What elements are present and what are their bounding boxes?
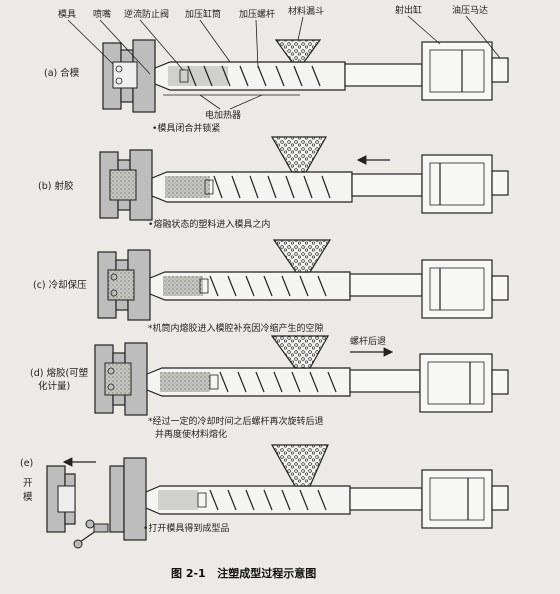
label-nozzle: 喷嘴 xyxy=(93,9,111,20)
stage-a-note: •模具闭合并锁紧 xyxy=(152,122,220,134)
stage-d-extra-label: 螺杆后退 xyxy=(350,335,386,347)
stage-e-label-line2: 开 xyxy=(23,478,33,489)
label-hopper: 材料漏斗 xyxy=(288,5,324,17)
stage-c-mold xyxy=(97,249,151,321)
stage-c-label: (c) 冷却保压 xyxy=(33,279,87,291)
stage-d-piston-rod xyxy=(349,369,421,393)
stage-a-mold xyxy=(102,39,156,113)
stage-b-hopper xyxy=(270,136,328,173)
stage-d-note-line1: *经过一定的冷却时间之后螺杆再次旋转后退 xyxy=(148,415,324,427)
stage-a-label: (a) 合模 xyxy=(44,67,80,79)
label-heater: 电加热器 xyxy=(205,109,241,121)
stage-e-hopper xyxy=(270,444,329,487)
stage-b-barrel xyxy=(151,171,353,203)
stage-d: (d) 熔胶(可塑 化计量) 螺杆后退 *经过一定的冷却时间之后螺杆再次旋转后退 xyxy=(30,335,509,440)
stage-a: (a) 合模 模具 喷嘴 逆流防止阀 xyxy=(44,4,509,134)
stage-b-mold xyxy=(99,149,153,221)
label-heating-barrel: 加压缸筒 xyxy=(185,8,221,20)
stage-a-injection-cylinder xyxy=(421,41,509,101)
stage-d-label-line2: 化计量) xyxy=(38,380,70,392)
label-check-valve: 逆流防止阀 xyxy=(124,8,169,20)
stage-e-piston-rod xyxy=(349,487,423,511)
stage-d-barrel xyxy=(146,367,351,397)
stage-b-note: •熔融状态的塑料进入模具之内 xyxy=(148,218,270,230)
stage-c: (c) 冷却保压 *机筒内熔胶进入模腔补充因冷缩产生的空隙 xyxy=(33,239,509,334)
stage-a-piston-rod xyxy=(344,63,423,87)
figure-caption: 图 2-1 注塑成型过程示意图 xyxy=(171,566,316,580)
label-hydraulic-motor: 油压马达 xyxy=(452,4,488,16)
stage-c-hopper xyxy=(272,239,332,273)
stage-e: (e) 开 模 xyxy=(20,444,509,549)
stage-d-hopper xyxy=(270,335,330,369)
stage-e-note: •打开模具得到成型品 xyxy=(143,522,229,534)
label-mold: 模具 xyxy=(58,9,76,20)
stage-d-injection-cylinder xyxy=(419,353,509,413)
stage-b-label: (b) 射胶 xyxy=(38,180,74,192)
stage-c-barrel xyxy=(149,271,351,301)
stage-b-piston-rod xyxy=(351,173,423,197)
stage-e-molded-part xyxy=(73,519,109,549)
stage-d-mold xyxy=(94,342,148,416)
stage-e-moving-mold-half xyxy=(46,465,76,533)
stage-e-label-line3: 模 xyxy=(23,491,33,503)
stage-d-label-line1: (d) 熔胶(可塑 xyxy=(30,367,89,379)
stage-e-injection-cylinder xyxy=(421,469,509,529)
stage-b-injection-cylinder xyxy=(421,154,509,214)
label-screw: 加压螺杆 xyxy=(239,8,275,20)
stage-b: (b) 射胶 •熔融状态的塑料进入模具之内 xyxy=(38,136,509,230)
stage-e-barrel xyxy=(145,485,351,515)
stage-d-note-line2: 并再度使材料熔化 xyxy=(155,428,227,440)
stage-a-barrel xyxy=(154,61,346,96)
stage-c-injection-cylinder xyxy=(421,259,509,319)
stage-e-fixed-mold-half xyxy=(109,457,147,541)
stage-c-note: *机筒内熔胶进入模腔补充因冷缩产生的空隙 xyxy=(148,322,324,334)
stage-a-hopper xyxy=(274,39,322,63)
stage-e-label-line1: (e) xyxy=(20,458,33,469)
stage-c-piston-rod xyxy=(349,273,423,297)
leader-lines xyxy=(67,15,501,110)
label-injection-cylinder: 射出缸 xyxy=(395,4,422,16)
